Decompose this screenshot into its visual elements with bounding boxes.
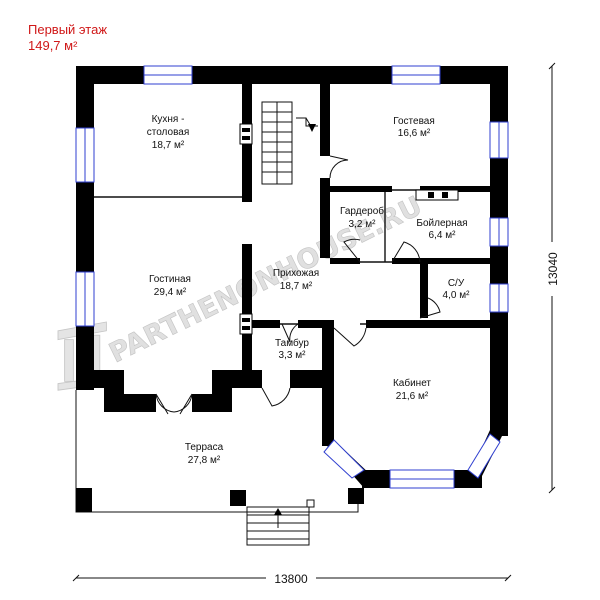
- chimney-cells: [242, 128, 448, 330]
- room-wardrobe-area: 3,2 м²: [349, 219, 377, 230]
- room-office-name: Кабинет: [393, 377, 431, 389]
- total-area: 149,7 м²: [28, 38, 78, 53]
- door-wc: [419, 297, 441, 319]
- room-boiler-name: Бойлерная: [416, 218, 467, 229]
- room-terrace-name: Терраса: [185, 442, 224, 453]
- room-hall-area: 18,7 м²: [280, 281, 313, 292]
- room-living-name: Гостиная: [149, 274, 191, 285]
- room-kitchen-area: 18,7 м²: [152, 140, 185, 151]
- window-office-right: [467, 433, 501, 479]
- room-wc-name: С/У: [448, 278, 465, 289]
- doors: [155, 155, 441, 415]
- room-terrace-area: 27,8 м²: [188, 455, 221, 466]
- windows: [75, 65, 509, 489]
- room-guest-area: 16,6 м²: [398, 128, 431, 139]
- staircase: [261, 101, 318, 185]
- room-kitchen-name-1: Кухня -: [152, 114, 185, 125]
- window-office-left: [323, 439, 365, 479]
- room-kitchen-name-2: столовая: [147, 127, 190, 138]
- room-hall-name: Прихожая: [273, 268, 319, 279]
- room-wc-area: 4,0 м²: [443, 290, 471, 301]
- door-terrace-double: [155, 393, 193, 415]
- floor-title: Первый этаж: [28, 22, 108, 37]
- room-vestibule-name: Тамбур: [275, 337, 309, 349]
- entrance-steps: [246, 499, 315, 546]
- room-office-area: 21,6 м²: [396, 391, 429, 402]
- room-labels: Кухня - столовая 18,7 м² Гостевая 16,6 м…: [147, 114, 470, 466]
- door-vestibule-inner: [281, 323, 299, 343]
- room-living-area: 29,4 м²: [154, 287, 187, 298]
- door-wardrobe: [343, 238, 361, 263]
- room-guest-name: Гостевая: [393, 116, 435, 127]
- dimension-width-bg: [266, 570, 316, 586]
- dimension-width-label: 13800: [274, 572, 308, 586]
- room-vestibule-area: 3,3 м²: [279, 350, 307, 361]
- room-boiler-area: 6,4 м²: [429, 230, 457, 241]
- up-arrow-icon: [274, 508, 282, 515]
- door-guest: [329, 155, 349, 179]
- down-arrow-icon: [308, 124, 316, 132]
- dimension-depth-bg: [544, 242, 560, 296]
- door-boiler: [391, 241, 421, 263]
- room-wardrobe-name: Гардероб: [340, 205, 384, 217]
- door-entrance: [261, 387, 291, 407]
- terrace-columns: [76, 488, 364, 512]
- dimension-depth-label: 13040: [546, 252, 560, 286]
- door-office: [333, 327, 367, 347]
